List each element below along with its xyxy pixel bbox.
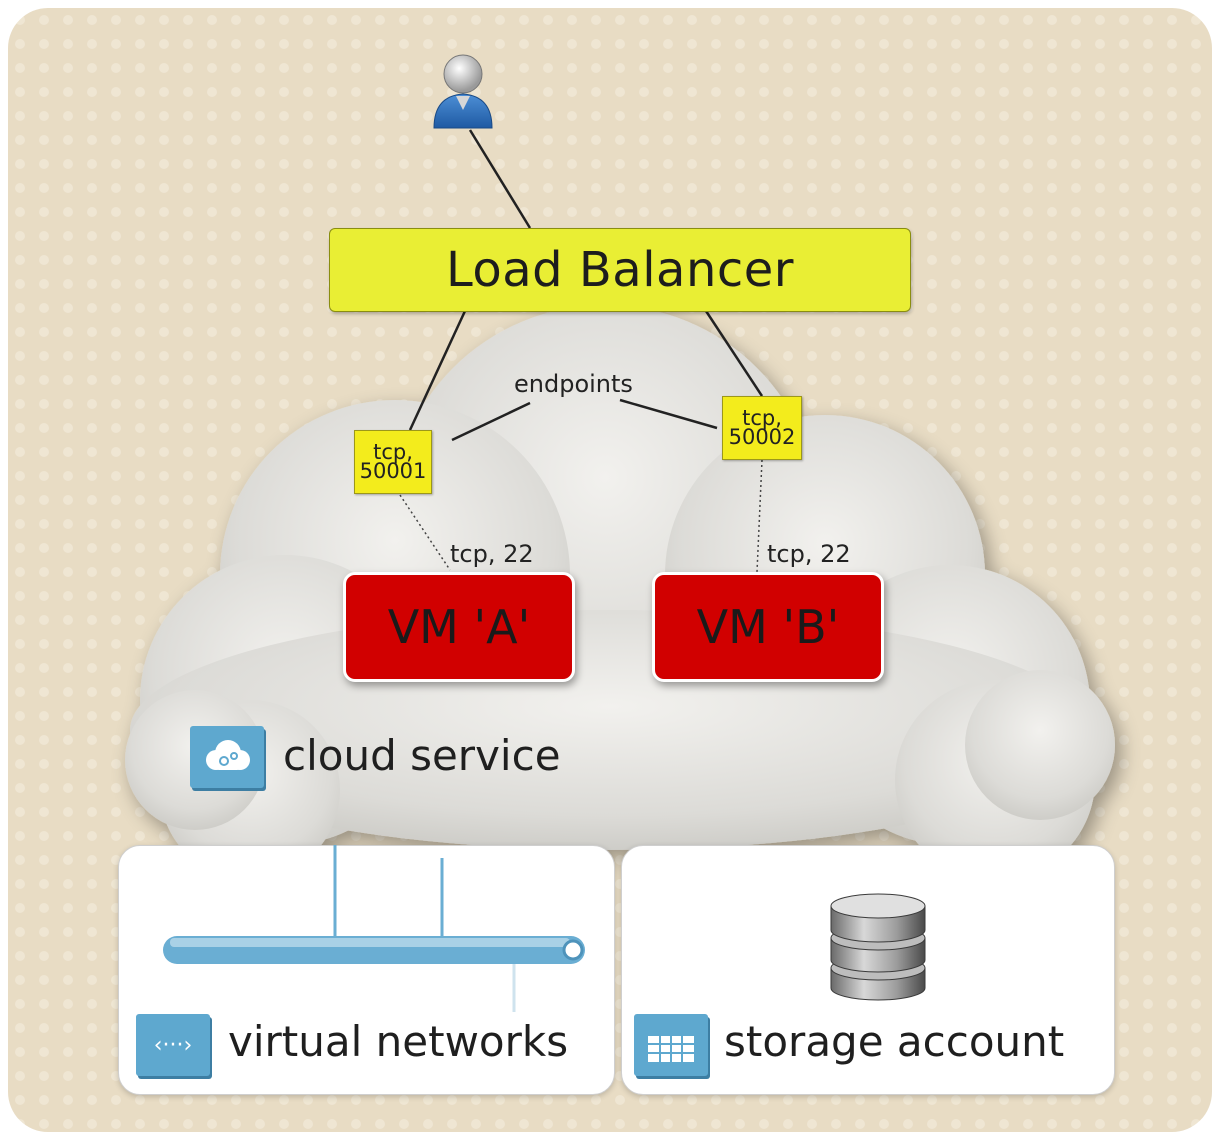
vm-a-port-label: tcp, 22: [450, 540, 534, 568]
endpoint-a-number: 50001: [359, 459, 427, 483]
endpoint-b-port: tcp, 50002: [722, 396, 802, 460]
load-balancer-label: Load Balancer: [445, 242, 795, 298]
database-icon: [830, 893, 926, 1001]
cloud-service-icon: [190, 726, 264, 788]
cloud-service-label: cloud service: [283, 731, 561, 780]
lb-to-endpoint-b-line: [704, 310, 764, 397]
storage-account-label: storage account: [724, 1017, 1065, 1066]
vm-a-label: VM 'A': [387, 600, 531, 654]
vm-b-label: VM 'B': [696, 600, 840, 654]
vm-b-port-label: tcp, 22: [767, 540, 851, 568]
user-to-lb-line: [468, 129, 532, 229]
storage-account-icon: [634, 1014, 708, 1076]
endpoint-b-to-vm-b-dotted: [756, 459, 763, 573]
vm-b-box: VM 'B': [652, 572, 884, 682]
endpoints-pointer-a: [451, 401, 531, 442]
endpoints-label: endpoints: [514, 370, 633, 398]
vm-a-box: VM 'A': [343, 572, 575, 682]
endpoint-b-number: 50002: [728, 425, 796, 449]
virtual-networks-label: virtual networks: [228, 1017, 569, 1066]
network-bar-endpoint: [562, 939, 584, 961]
load-balancer-box: Load Balancer: [329, 228, 911, 312]
endpoint-a-port: tcp, 50001: [354, 430, 432, 494]
endpoint-a-to-vm-a-dotted: [399, 494, 451, 571]
virtual-network-glyph: ‹···›: [153, 1032, 193, 1058]
virtual-network-icon: ‹···›: [136, 1014, 210, 1076]
endpoint-a-protocol: tcp,: [373, 440, 413, 464]
lb-to-endpoint-a-line: [408, 310, 467, 431]
endpoint-b-protocol: tcp,: [742, 406, 782, 430]
user-icon: [433, 54, 493, 129]
endpoints-pointer-b: [619, 398, 718, 430]
